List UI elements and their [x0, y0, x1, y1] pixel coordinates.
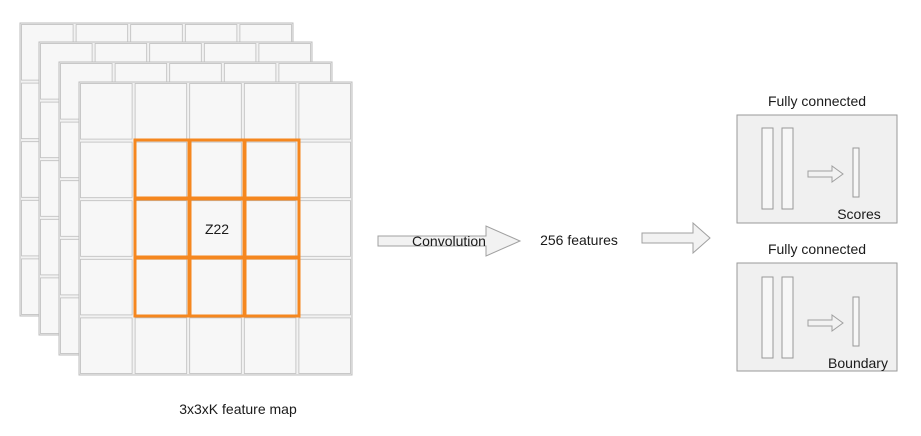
highlight-window-3x3 — [133, 138, 301, 318]
feature-map-caption: 3x3xK feature map — [179, 401, 297, 417]
convolution-arrow — [377, 225, 522, 257]
fc-top-block: Fully connected Scores — [736, 93, 898, 224]
fc-bottom-arrow-icon — [807, 314, 844, 332]
fc-top-input-bar-1 — [761, 127, 774, 210]
fc-bottom-input-bar-1 — [761, 276, 774, 359]
grid-cell — [134, 141, 188, 199]
fc-bottom-input-bar-2 — [781, 276, 794, 359]
grid-cell — [134, 258, 188, 316]
fc-bottom-output-label: Boundary — [828, 355, 888, 371]
grid-cell — [298, 200, 351, 257]
grid-cell — [243, 83, 297, 140]
fc-top-output-label: Scores — [837, 206, 881, 222]
grid-cell — [243, 200, 297, 257]
grid-cell — [298, 317, 351, 374]
grid-cell — [80, 317, 133, 374]
grid-cell — [243, 258, 297, 316]
grid-cell — [80, 141, 133, 199]
grid-cell — [189, 83, 242, 140]
fc-bottom-block: Fully connected Boundary — [736, 241, 898, 372]
features-to-fc-arrow — [641, 221, 711, 255]
grid-cell — [189, 317, 242, 374]
grid-cell — [298, 83, 351, 140]
fc-bottom-title: Fully connected — [768, 241, 866, 257]
fc-top-input-bar-2 — [781, 127, 794, 210]
feature-map-layer-1 — [78, 81, 353, 376]
grid-cell — [80, 83, 133, 140]
grid-cell — [134, 83, 188, 140]
grid-cell — [243, 141, 297, 199]
grid-cell — [243, 317, 297, 374]
grid-cell — [189, 258, 242, 316]
grid-cell — [134, 200, 188, 257]
fc-top-title: Fully connected — [768, 93, 866, 109]
layer-grid-cells — [80, 83, 351, 374]
highlight-cell — [243, 256, 301, 318]
fc-top-arrow-icon — [807, 165, 844, 183]
grid-cell — [80, 258, 133, 316]
grid-cell — [189, 141, 242, 199]
grid-cell — [298, 141, 351, 199]
convolution-label: Convolution — [412, 233, 486, 249]
fc-bottom-output-bar — [852, 296, 860, 347]
features-label: 256 features — [540, 232, 618, 248]
grid-cell — [189, 200, 242, 257]
grid-cell — [80, 200, 133, 257]
center-cell-label: Z22 — [205, 221, 229, 237]
feature-map-stack — [19, 22, 353, 376]
grid-cell — [298, 258, 351, 316]
grid-cell — [134, 317, 188, 374]
fc-top-output-bar — [852, 147, 860, 198]
